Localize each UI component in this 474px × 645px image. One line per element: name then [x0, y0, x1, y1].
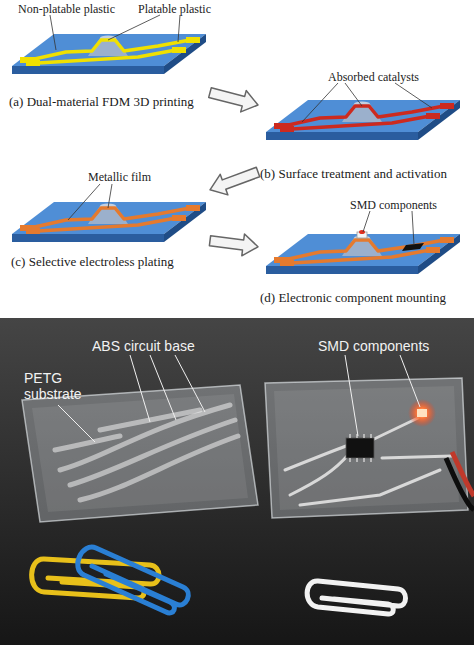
metal-traces: [20, 208, 200, 231]
chip-leg: [363, 458, 365, 462]
leader-line: [108, 184, 112, 208]
metal-traces: [285, 418, 452, 505]
metal-trace: [285, 446, 346, 470]
paper-clips: [32, 547, 406, 614]
callout-label: Non-platable plastic: [18, 2, 115, 17]
metal-trace: [290, 455, 348, 495]
leader-line: [345, 355, 358, 436]
leader-line: [302, 83, 338, 122]
photo-background: [0, 318, 474, 645]
catalyst-traces: [274, 106, 454, 129]
block-top: [274, 386, 459, 510]
metal-trace: [300, 470, 440, 505]
chip-body: [402, 243, 424, 251]
led: [417, 409, 427, 417]
process-arrow: [209, 88, 258, 112]
stage-panel: (a) Dual-material FDM 3D printing: [5, 22, 210, 110]
leader-line: [68, 184, 100, 220]
platable-traces: [20, 40, 200, 63]
substrate-slab: [266, 100, 460, 140]
photo-label: PETG substrate: [24, 370, 92, 402]
white-clip: [307, 581, 405, 614]
abs-trace: [70, 420, 235, 485]
stage-panel: (c) Selective electroless plating: [5, 183, 210, 273]
process-arrow: [209, 234, 258, 256]
led-glow: [408, 399, 436, 427]
leader-line: [412, 211, 414, 245]
stage-caption: (d) Electronic component mounting: [260, 290, 446, 306]
black-wire: [446, 458, 474, 510]
stage-caption: (c) Selective electroless plating: [11, 254, 174, 270]
blue-clip: [78, 547, 189, 613]
process-arrow: [210, 167, 260, 195]
substrate-slab: [12, 34, 206, 74]
abs-trace: [60, 405, 230, 470]
petg-block: [265, 378, 468, 518]
photo-label: ABS circuit base: [92, 338, 195, 354]
petg-block: [22, 385, 258, 522]
callout-label: Platable plastic: [138, 2, 211, 17]
leader-line: [345, 83, 362, 106]
abs-traces: [55, 405, 238, 500]
leader-line: [50, 15, 56, 50]
callout-label: Absorbed catalysts: [328, 70, 419, 85]
led-dome: [359, 230, 365, 234]
chip-leg: [370, 458, 372, 462]
abs-trace: [100, 410, 200, 430]
callout-label: Metallic film: [88, 170, 151, 185]
leader-line: [400, 355, 420, 407]
chip-leg: [356, 458, 358, 462]
leader-line: [108, 15, 160, 40]
abs-trace: [55, 436, 120, 450]
leader-line: [395, 83, 432, 108]
block-top: [32, 394, 248, 512]
chip-leg: [370, 434, 372, 438]
metal-traces: [274, 240, 454, 263]
chip-leg: [349, 458, 351, 462]
stage-caption: (b) Surface treatment and activation: [260, 166, 447, 182]
abs-trace: [80, 436, 238, 500]
substrate-slab: [266, 234, 460, 274]
substrate-slab: [12, 202, 206, 242]
leader-line: [130, 355, 150, 422]
stage-panel: (d) Electronic component mounting: [258, 210, 470, 310]
ic-chip: [346, 438, 374, 458]
stage-caption: (a) Dual-material FDM 3D printing: [9, 94, 194, 110]
leader-line: [150, 355, 176, 420]
leader-line: [175, 355, 205, 412]
metal-trace: [382, 456, 452, 458]
leader-line: [58, 405, 95, 442]
photo-leaders: [58, 355, 420, 442]
chip-leg: [349, 434, 351, 438]
chip-legs: [350, 434, 371, 462]
photo-label: SMD components: [318, 338, 429, 354]
leader-line: [178, 15, 180, 42]
leader-line: [363, 211, 370, 232]
callout-label: SMD components: [350, 198, 437, 213]
stage-panel: (b) Surface treatment and activation: [258, 80, 470, 185]
chip-leg: [363, 434, 365, 438]
